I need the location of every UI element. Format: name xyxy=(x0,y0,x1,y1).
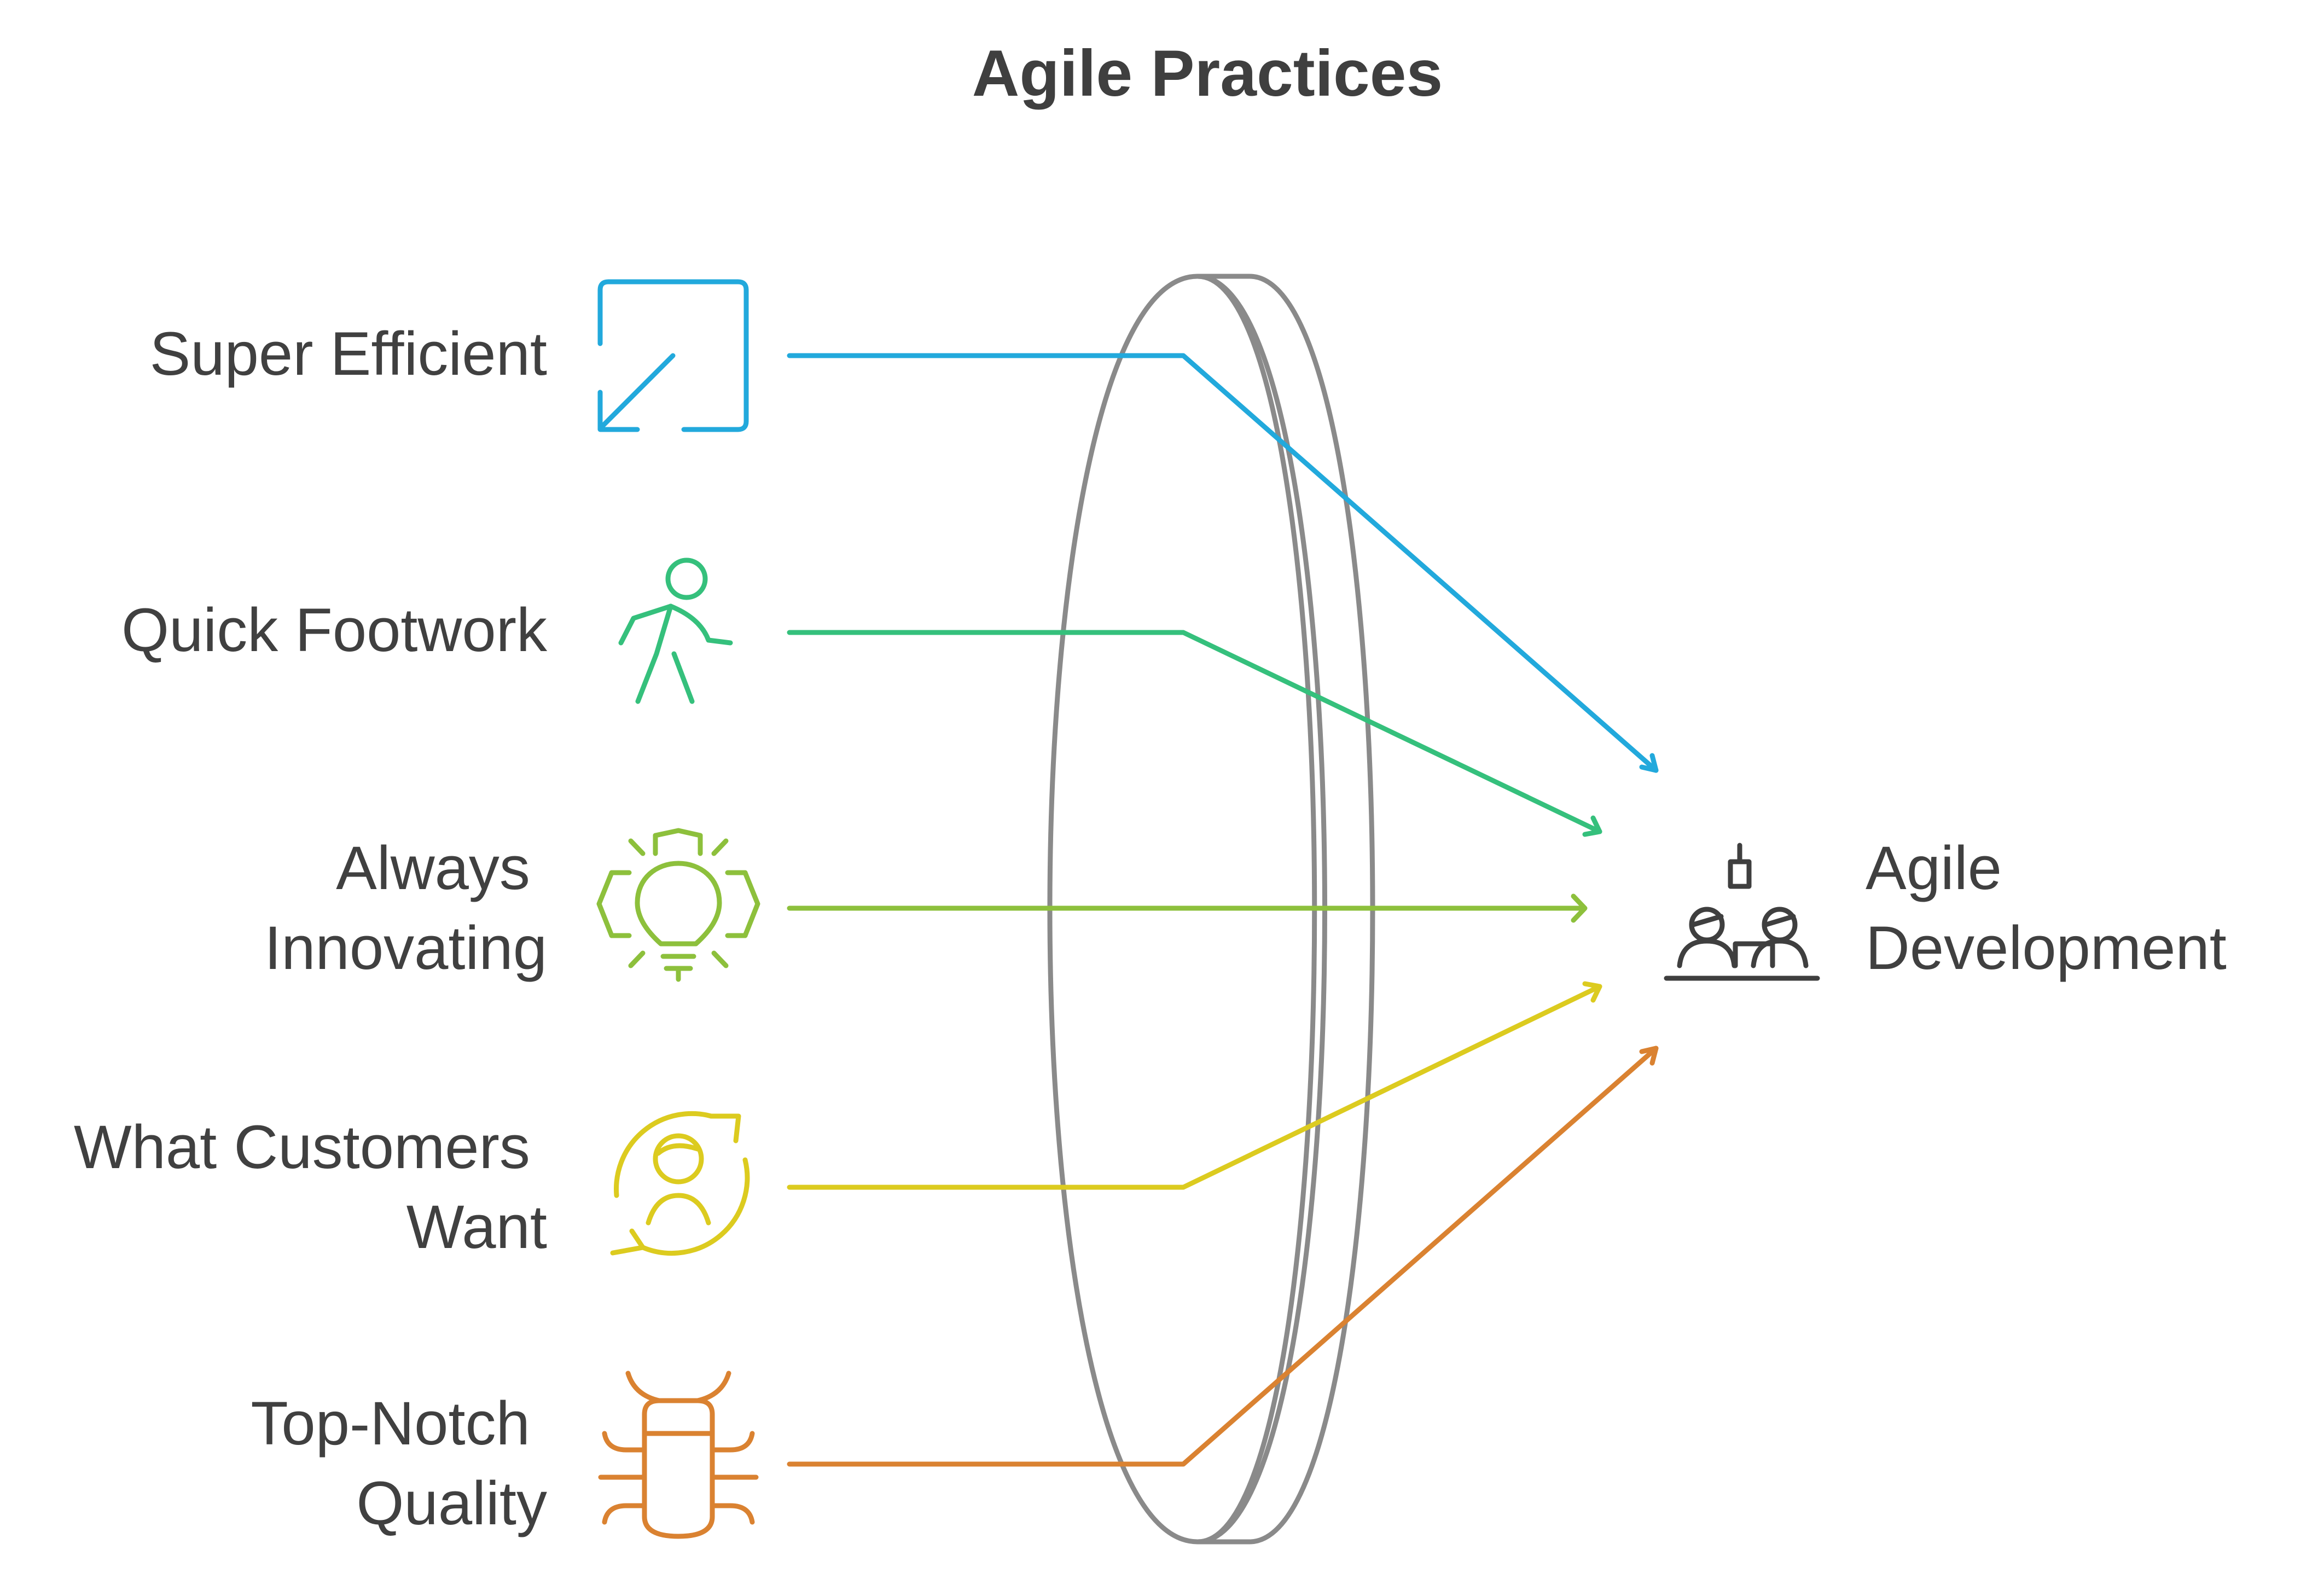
team-at-laptop-icon xyxy=(1664,843,1820,981)
diagram-title: Agile Practices xyxy=(972,37,1443,110)
input-row-always-innovating: Always Innovating xyxy=(264,828,1588,982)
input-row-top-notch-quality: Top-Notch Quality xyxy=(251,1046,1659,1539)
arrowhead xyxy=(1582,981,1602,1003)
input-label-what-customers-want: What Customers Want xyxy=(74,1113,547,1261)
input-label-always-innovating: Always Innovating xyxy=(264,834,547,982)
target-node: Agile Development xyxy=(1664,834,2227,982)
arrowhead xyxy=(1582,815,1602,837)
connector-line xyxy=(787,353,1659,773)
input-label-top-notch-quality: Top-Notch Quality xyxy=(251,1389,547,1537)
lens-front-edge xyxy=(1047,274,1327,1545)
input-row-super-efficient: Super Efficient xyxy=(150,279,1659,773)
connector-line xyxy=(787,1046,1659,1467)
connector-line xyxy=(787,984,1602,1190)
minimize-arrow-icon xyxy=(597,279,749,432)
arrowhead xyxy=(1639,1046,1659,1066)
lightbulb-gear-icon xyxy=(596,828,760,982)
connector-line xyxy=(787,630,1602,834)
target-label: Agile Development xyxy=(1866,834,2227,982)
arrowhead xyxy=(1571,893,1588,923)
input-label-super-efficient: Super Efficient xyxy=(150,320,547,388)
input-label-quick-footwork: Quick Footwork xyxy=(121,596,548,664)
input-row-quick-footwork: Quick Footwork xyxy=(121,558,1602,837)
bug-icon xyxy=(598,1371,759,1539)
input-row-what-customers-want: What Customers Want xyxy=(74,981,1602,1261)
walking-person-icon xyxy=(618,558,733,704)
arrowhead xyxy=(1639,753,1659,773)
customer-cycle-icon xyxy=(610,1111,750,1256)
